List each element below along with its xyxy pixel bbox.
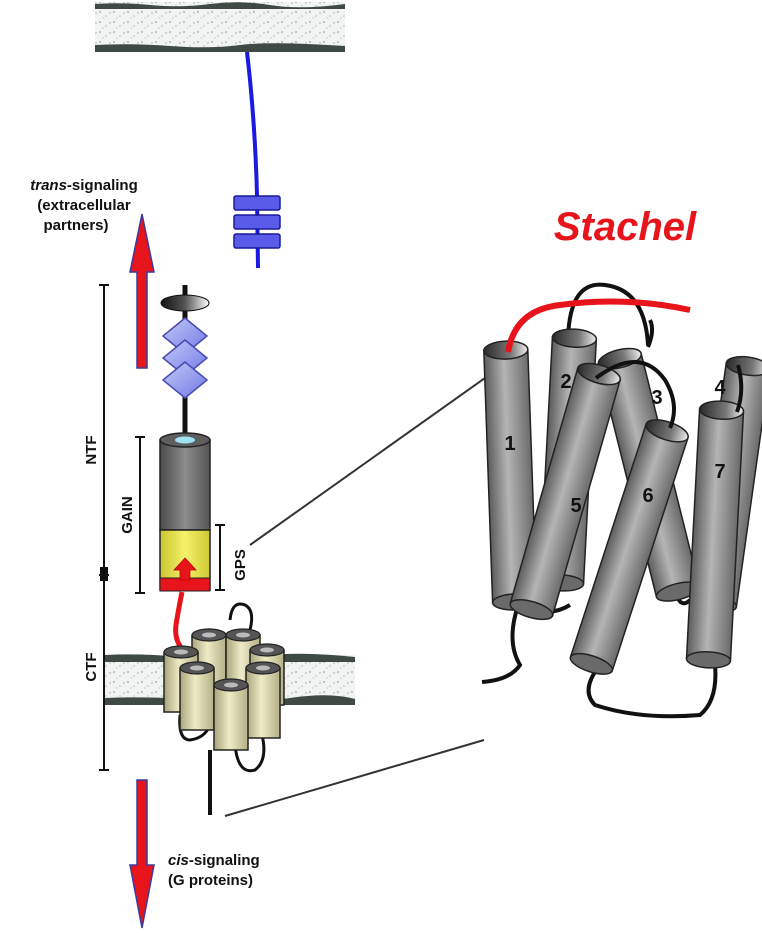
cis-signaling-arrow (129, 779, 155, 929)
helix-number-2: 2 (560, 371, 571, 393)
gain-bracket (135, 436, 145, 594)
stachel-peptide (505, 298, 691, 353)
zoom-line-top (249, 377, 486, 546)
helix-6 (569, 419, 689, 675)
trans-signaling-line3: partners) (43, 217, 108, 234)
stachel-title: Stachel (554, 205, 697, 249)
zoom-line-bottom (224, 739, 485, 817)
helix-number-4: 4 (714, 377, 726, 399)
trans-signaling-line2: (extracellular (37, 197, 131, 214)
gain-label: GAIN (119, 496, 136, 534)
top-membrane (95, 2, 345, 52)
stachel-linker (173, 591, 185, 652)
extracellular-partner (233, 51, 281, 269)
gps-label: GPS (232, 549, 249, 581)
helix-number-7: 7 (714, 461, 725, 483)
gain-domain (159, 432, 211, 592)
gps-bracket (215, 524, 225, 591)
ntf-label: NTF (83, 435, 100, 464)
helix-1 (483, 340, 538, 611)
cis-signaling-label: cis-signaling (168, 852, 260, 869)
ctf-7tm-bundle (163, 602, 285, 815)
trans-signaling-arrow (129, 213, 155, 369)
ctf-label: CTF (83, 652, 100, 681)
trans-signaling-label: trans-signaling (30, 177, 138, 194)
cis-signaling-line2: (G proteins) (168, 872, 253, 889)
helix-number-6: 6 (642, 485, 653, 507)
helix-number-1: 1 (504, 433, 515, 455)
helix-7 (685, 400, 745, 669)
zoomed-7tm (481, 282, 762, 719)
ntf-ctf-bracket (99, 284, 109, 771)
helix-number-5: 5 (570, 495, 581, 517)
receptor-ntf (160, 285, 210, 440)
helix-number-3: 3 (651, 387, 662, 409)
